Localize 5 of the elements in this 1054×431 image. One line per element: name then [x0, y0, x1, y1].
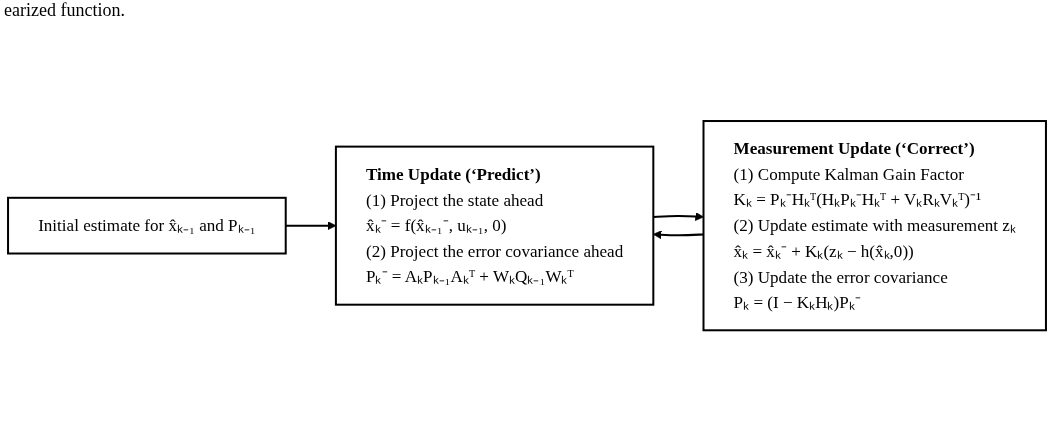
arrow: [653, 212, 704, 222]
node-box: Measurement Update (‘Correct’) (1) Compute Kalman Gain Factor Kₖ = Pₖ⁻Hₖᵀ(HₖPₖ⁻Hₖᵀ + VₖRₖVₖᵀ)⁻¹ (2) Update estimate with measurement zₖ x̂ₖ = x̂ₖ⁻ + Kₖ(zₖ − h(x̂ₖ,0)) (3) Update the error covariance Pₖ = (I − KₖHₖ)Pₖ⁻: [702, 120, 1047, 332]
node-box: Time Update (‘Predict’) (1) Project the state ahead x̂ₖ⁻ = f(x̂ₖ₋₁⁻, uₖ₋₁, 0) (2) Project the error covariance ahead Pₖ⁻ = AₖPₖ₋₁Aₖᵀ + WₖQₖ₋₁Wₖᵀ: [334, 145, 655, 307]
note-text: earized function.: [4, 0, 125, 20]
node-box: Initial estimate for x̂ₖ₋₁ and Pₖ₋₁: [7, 197, 287, 255]
